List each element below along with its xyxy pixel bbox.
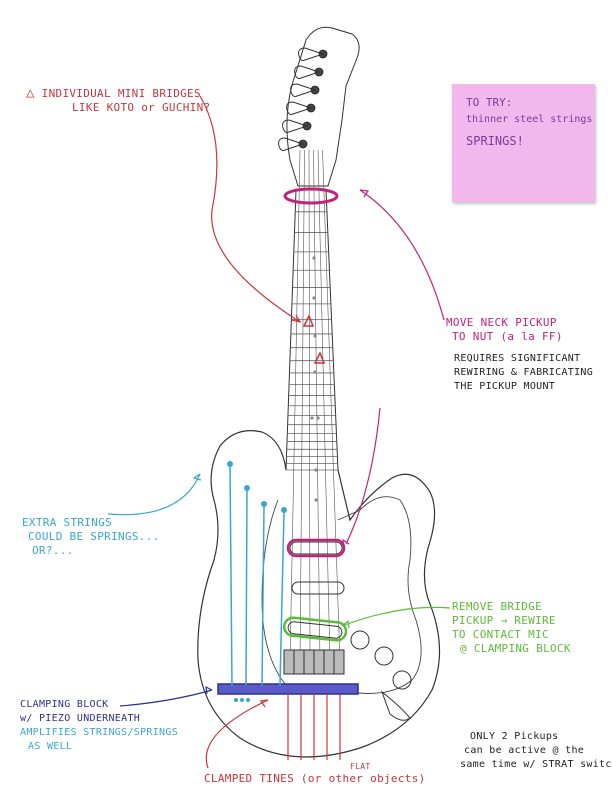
extra-string-pegs (227, 461, 287, 513)
bridge-pickup-line4: @ CLAMPING BLOCK (460, 642, 571, 655)
clamping-line3: AMPLIFIES STRINGS/SPRINGS (20, 727, 179, 738)
rewire-line2: REWIRING & FABRICATING (454, 367, 594, 378)
tines-text: CLAMPED TINES (or other (204, 772, 364, 785)
tines-flat-note: FLAT (350, 762, 371, 771)
mini-bridges-note: △ INDIVIDUAL MINI BRIDGES LIKE KOTO or G… (26, 86, 210, 115)
sticky-note: TO TRY: thinner steel strings SPRINGS! (452, 84, 595, 202)
pickups (287, 541, 345, 639)
sticky-line1: TO TRY: (466, 96, 513, 109)
tines-note: CLAMPED TINES (or other objects) (204, 772, 426, 786)
bridge-pickup-line2: PICKUP → REWIRE (452, 614, 556, 627)
bridge-pickup-line1: REMOVE BRIDGE (452, 600, 542, 613)
extra-strings-line1: EXTRA STRINGS (22, 516, 112, 529)
guitar-string (313, 149, 321, 663)
mini-bridges-line2: LIKE KOTO or GUCHIN? (72, 101, 211, 114)
mini-bridges-line1: INDIVIDUAL MINI BRIDGES (41, 87, 201, 100)
tuning-pegs (298, 49, 328, 149)
mini-bridge-markers (302, 314, 326, 364)
extra-strings-note: EXTRA STRINGS COULD BE SPRINGS... OR?... (22, 516, 160, 558)
rewire-line3: THE PICKUP MOUNT (454, 381, 556, 392)
clamped-tines (287, 694, 341, 760)
clamping-line2: w/ PIEZO UNDERNEATH (20, 713, 141, 724)
annotation-arrows (107, 95, 451, 769)
clamping-note: CLAMPING BLOCK w/ PIEZO UNDERNEATH AMPLI… (20, 698, 178, 754)
clamping-block (217, 683, 359, 695)
guitar-body (197, 430, 441, 758)
rewire-line1: REQUIRES SIGNIFICANT (454, 353, 581, 364)
pickguard (261, 496, 422, 694)
sticky-line3: SPRINGS! (466, 134, 524, 148)
extra-strings-line3: OR?... (32, 544, 74, 557)
pickups-line2: can be active @ the (464, 745, 585, 756)
headstock (286, 26, 360, 187)
tines-end: objects) (370, 772, 426, 785)
frets (286, 211, 338, 471)
pickups-note: ONLY 2 Pickups can be active @ the same … (460, 730, 612, 772)
neck-pickup-line2: TO NUT (a la FF) (452, 330, 563, 343)
fretboard (285, 189, 339, 471)
pickups-line1: ONLY 2 Pickups (470, 731, 559, 742)
bridge-pickup-note: REMOVE BRIDGE PICKUP → REWIRE TO CONTACT… (452, 600, 571, 656)
extra-strings (229, 465, 285, 687)
bridge-pickup-line3: TO CONTACT MIC (452, 628, 549, 641)
bridge-pickup-highlight (282, 616, 348, 642)
neck-pickup-note: MOVE NECK PICKUP TO NUT (a la FF) (446, 316, 563, 344)
guitar-string (299, 149, 305, 663)
triangle-icon: △ (26, 85, 35, 101)
piezo-dots (234, 698, 250, 702)
guitar-string (289, 149, 301, 663)
control-knobs (350, 630, 412, 721)
fret-markers (310, 256, 320, 502)
guitar-string (308, 149, 311, 663)
sticky-line2: thinner steel strings (466, 114, 593, 125)
rewire-note: REQUIRES SIGNIFICANT REWIRING & FABRICAT… (454, 352, 593, 394)
guitar-string (317, 149, 331, 663)
pickups-line3: same time w/ STRAT switch (460, 759, 612, 770)
bridge-saddles (283, 649, 345, 675)
tuning-keys (278, 47, 325, 151)
neck-pickup-line1: MOVE NECK PICKUP (446, 316, 557, 329)
strings (289, 149, 341, 663)
guitar-string (322, 149, 341, 663)
extra-strings-line2: COULD BE SPRINGS... (28, 530, 160, 543)
clamping-line1: CLAMPING BLOCK (20, 699, 109, 710)
clamping-line4: AS WELL (28, 741, 73, 752)
nut-pickup-highlight (283, 187, 339, 205)
